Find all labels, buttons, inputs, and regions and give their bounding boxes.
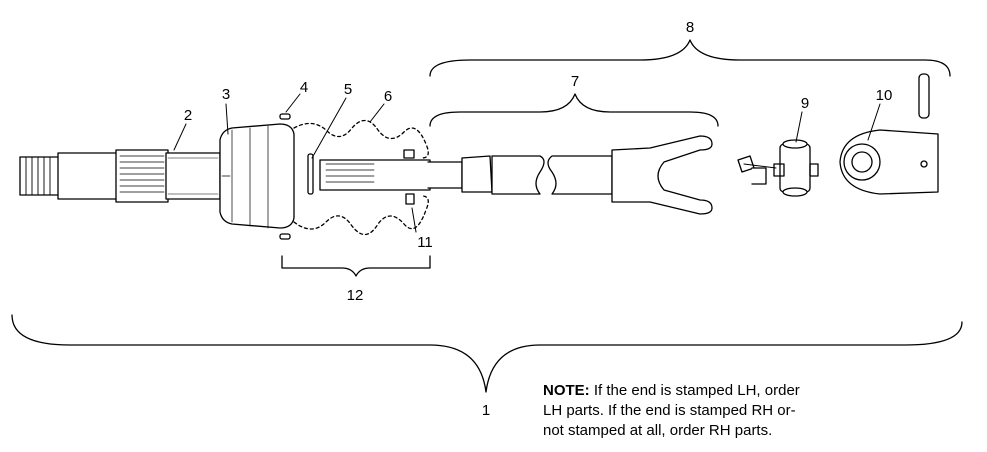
- set-screw: [405, 193, 415, 205]
- inner-shaft: [319, 149, 463, 205]
- note-heading: NOTE:: [543, 382, 590, 399]
- callout-7: 7: [571, 73, 579, 90]
- cross-and-bearing: [737, 139, 819, 197]
- stub-shaft: [19, 149, 221, 203]
- parts-note: NOTE: If the end is stamped LH, order LH…: [543, 381, 903, 441]
- callout-8: 8: [686, 19, 694, 36]
- note-line-1-text: If the end is stamped LH, order: [589, 382, 800, 399]
- callout-12: 12: [347, 287, 364, 304]
- lower-clamp: [279, 233, 291, 240]
- callout-3: 3: [222, 86, 230, 103]
- callout-5: 5: [344, 81, 352, 98]
- callout-numbers: 1 2 3 4 5 6 7 8 9 10 11 12: [184, 19, 893, 419]
- grease-fitting: [403, 149, 415, 159]
- callout-11: 11: [417, 234, 433, 251]
- callout-4: 4: [300, 79, 308, 96]
- note-line-2: LH parts. If the end is stamped RH or-: [543, 402, 796, 419]
- note-line-1: NOTE: If the end is stamped LH, order: [543, 381, 903, 401]
- end-yoke: [839, 129, 939, 195]
- brace-7: [429, 93, 719, 127]
- brace-8: [429, 39, 951, 77]
- note-line-3: not stamped at all, order RH parts.: [543, 422, 773, 439]
- cv-joint-housing: [219, 123, 295, 229]
- tube-yoke: [461, 135, 713, 215]
- leader-lines: [173, 93, 881, 233]
- callout-10: 10: [876, 87, 893, 104]
- callout-2: 2: [184, 107, 192, 124]
- upper-clamp: [279, 113, 291, 120]
- roll-pin: [918, 73, 930, 119]
- callout-1: 1: [482, 402, 490, 419]
- brace-1: [11, 314, 963, 393]
- brace-12: [281, 255, 431, 277]
- callout-6: 6: [384, 88, 392, 105]
- boot-outline: [293, 119, 429, 236]
- retaining-ring: [307, 153, 314, 195]
- callout-9: 9: [801, 95, 809, 112]
